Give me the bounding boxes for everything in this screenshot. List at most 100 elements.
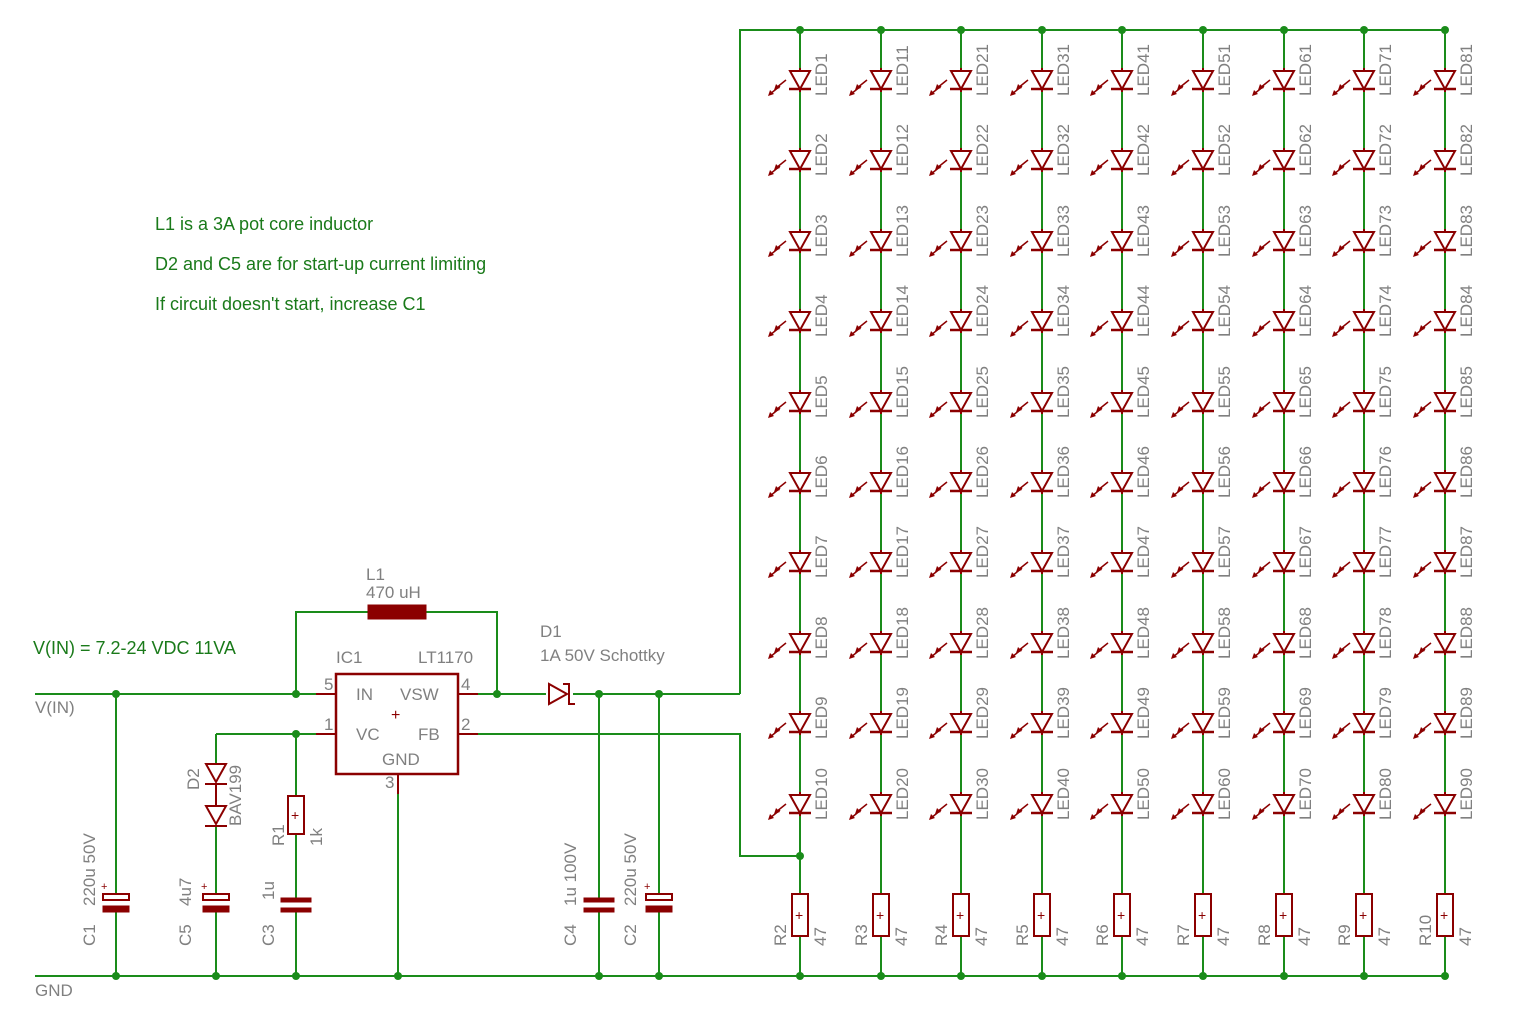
led: LED29 [929,687,992,739]
resistor-value: 47 [1214,927,1233,946]
led-label: LED59 [1215,687,1234,739]
led-label: LED72 [1376,124,1395,176]
led: LED20 [849,768,912,820]
led-column: LED51LED52LED53LED54LED55LED56LED57LED58… [1171,26,1234,980]
led-label: LED46 [1134,446,1153,498]
note-1: L1 is a 3A pot core inductor [155,214,373,234]
capacitor-c5: + C5 4u7 [176,878,230,946]
led-label: LED7 [812,535,831,578]
led-label: LED21 [973,44,992,96]
led: LED46 [1090,446,1153,498]
led-label: LED44 [1134,285,1153,337]
led: LED32 [1010,124,1073,176]
led-matrix: LED1LED2LED3LED4LED5LED6LED7LED8LED9LED1… [768,26,1476,980]
ic1-name: IC1 [336,648,362,667]
svg-text:+: + [644,881,650,893]
led: LED14 [849,285,912,337]
led: LED61 [1252,44,1315,96]
led: LED82 [1413,124,1476,176]
capacitor-c1: + C1 220u 50V [80,833,130,946]
led-label: LED40 [1054,768,1073,820]
led: LED1 [768,53,831,96]
led-label: LED68 [1296,607,1315,659]
led-label: LED71 [1376,44,1395,96]
led: LED28 [929,607,992,659]
led: LED8 [768,616,831,659]
led-label: LED89 [1457,687,1476,739]
svg-text:+: + [1279,907,1287,923]
diode-d2: D2 BAV199 [184,763,245,827]
led: LED5 [768,375,831,418]
led-label: LED23 [973,205,992,257]
led-label: LED43 [1134,205,1153,257]
d1-value: 1A 50V Schottky [540,646,665,665]
led: LED68 [1252,607,1315,659]
note-3: If circuit doesn't start, increase C1 [155,294,426,314]
led-label: LED90 [1457,768,1476,820]
led: LED21 [929,44,992,96]
led-label: LED19 [893,687,912,739]
l1-value: 470 uH [366,583,421,602]
resistor-value: 47 [892,927,911,946]
led-column: LED31LED32LED33LED34LED35LED36LED37LED38… [1010,26,1073,980]
led-label: LED57 [1215,526,1234,578]
led: LED34 [1010,285,1073,337]
led: LED85 [1413,366,1476,418]
led-label: LED45 [1134,366,1153,418]
led-label: LED38 [1054,607,1073,659]
led: LED66 [1252,446,1315,498]
led-label: LED17 [893,526,912,578]
led: LED38 [1010,607,1073,659]
ic1-origin-mark: + [391,707,400,724]
led-label: LED75 [1376,366,1395,418]
led: LED54 [1171,285,1234,337]
led-label: LED28 [973,607,992,659]
ic1-pin-vc: VC [356,725,380,744]
diode-d1: D1 1A 50V Schottky [540,622,665,706]
led: LED80 [1332,768,1395,820]
led-label: LED18 [893,607,912,659]
led: LED65 [1252,366,1315,418]
led-label: LED11 [893,45,912,96]
led-label: LED67 [1296,526,1315,578]
c5-name: C5 [176,924,195,946]
led: LED48 [1090,607,1153,659]
led: LED78 [1332,607,1395,659]
svg-text:+: + [1117,907,1125,923]
led: LED70 [1252,768,1315,820]
led: LED81 [1413,44,1476,96]
led-column: LED11LED12LED13LED14LED15LED16LED17LED18… [849,26,912,980]
ic1-pinnum-in: 5 [324,675,333,694]
resistor-value: 47 [1133,927,1152,946]
svg-text:+: + [101,881,107,893]
ic1-pinnum-vc: 1 [324,715,333,734]
led-label: LED47 [1134,526,1153,578]
led: LED2 [768,133,831,176]
led: LED63 [1252,205,1315,257]
led: LED13 [849,205,912,257]
led-label: LED10 [812,768,831,820]
d1-name: D1 [540,622,562,641]
led: LED79 [1332,687,1395,739]
led: LED88 [1413,607,1476,659]
led: LED12 [849,124,912,176]
led-label: LED85 [1457,366,1476,418]
c2-value: 220u 50V [621,833,640,906]
svg-text:+: + [795,907,803,923]
resistor-name: R9 [1335,924,1354,946]
l1-name: L1 [366,565,385,584]
resistor-name: R3 [852,924,871,946]
led-label: LED81 [1457,44,1476,96]
led-label: LED31 [1054,44,1073,96]
led-label: LED35 [1054,366,1073,418]
led: LED50 [1090,768,1153,820]
led-label: LED60 [1215,768,1234,820]
led-label: LED8 [812,616,831,659]
led: LED23 [929,205,992,257]
led-label: LED64 [1296,285,1315,337]
led: LED90 [1413,768,1476,820]
